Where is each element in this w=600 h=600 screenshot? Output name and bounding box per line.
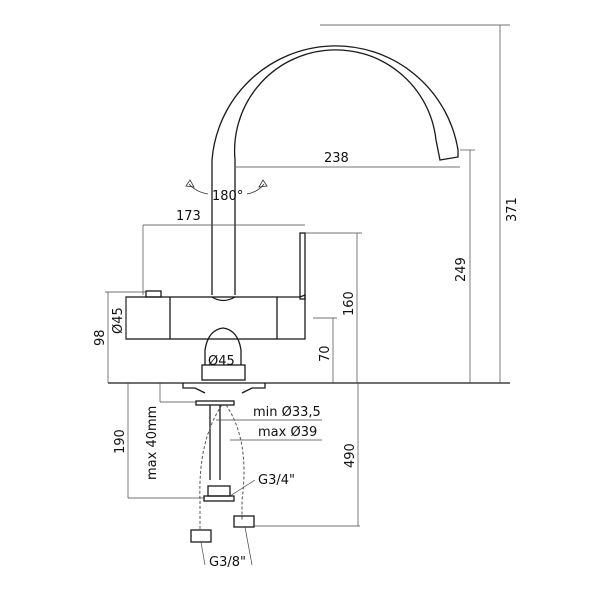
dim-hole-max: max Ø39 (258, 425, 317, 440)
dim-249: 249 (454, 257, 469, 282)
hoses (190, 404, 255, 543)
dim-238: 238 (324, 151, 349, 166)
dim-max-40mm: max 40mm (145, 406, 160, 480)
dim-base-diameter: Ø45 (208, 354, 235, 369)
rotation-label: 180° (212, 189, 243, 204)
spout (211, 45, 459, 295)
thread-main-label: G3/4" (258, 473, 295, 488)
dim-70: 70 (318, 345, 333, 362)
dim-490: 490 (343, 443, 358, 468)
dim-173: 173 (176, 209, 201, 224)
mounting-assembly (182, 383, 266, 502)
thread-hose-label: G3/8" (209, 555, 246, 570)
dim-hole-min: min Ø33,5 (253, 405, 321, 420)
dimension-lines (105, 24, 510, 566)
dim-body-diameter: Ø45 (111, 307, 126, 334)
dim-371: 371 (505, 197, 520, 222)
dim-160: 160 (342, 291, 357, 316)
rotation-arrows-icon (185, 179, 268, 195)
dim-190: 190 (113, 429, 128, 454)
dim-98: 98 (93, 329, 108, 346)
